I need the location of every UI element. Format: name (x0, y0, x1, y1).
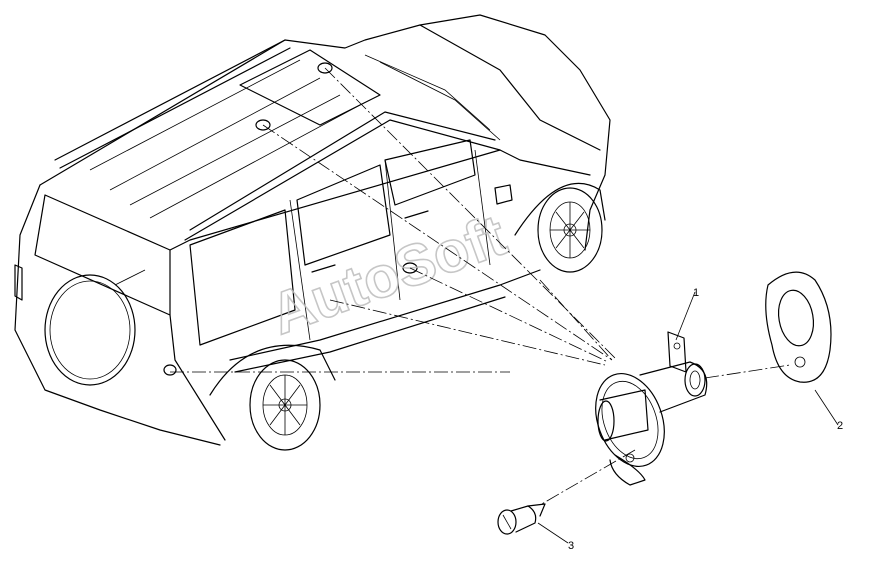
part-2-gasket (765, 271, 832, 383)
callout-2: 2 (814, 389, 843, 432)
part-3-screw (497, 503, 546, 535)
callout-label-1: 1 (693, 287, 699, 299)
callout-3: 3 (537, 522, 574, 552)
callout-1: 1 (675, 287, 699, 341)
part-1-door-switch (595, 331, 708, 486)
callout-label-2: 2 (837, 420, 843, 432)
leader-lines (170, 67, 791, 506)
vehicle-illustration (14, 14, 611, 451)
callout-label-3: 3 (568, 540, 574, 552)
